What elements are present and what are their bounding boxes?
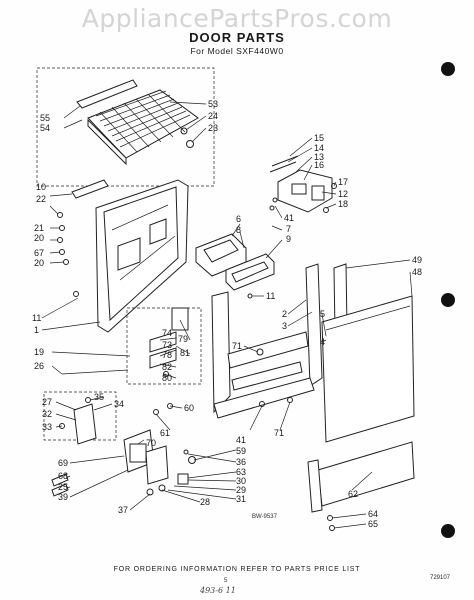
callout-60: 60 [184, 403, 194, 413]
callout-79: 79 [178, 334, 188, 344]
callout-24: 24 [208, 111, 218, 121]
callout-3: 3 [282, 321, 287, 331]
callout-61: 61 [160, 428, 170, 438]
callout-71-upper: 71 [232, 341, 242, 351]
callout-12: 12 [338, 189, 348, 199]
callout-16: 16 [314, 160, 324, 170]
callout-41-upper: 41 [284, 213, 294, 223]
callout-65: 65 [368, 519, 378, 529]
callout-32: 32 [42, 409, 52, 419]
callout-1: 1 [34, 325, 39, 335]
callout-22: 22 [36, 194, 46, 204]
callout-69: 69 [58, 458, 68, 468]
callout-4: 4 [320, 337, 325, 347]
callout-81: 81 [180, 348, 190, 358]
callout-53: 53 [208, 99, 218, 109]
callout-48: 48 [412, 267, 422, 277]
callout-5: 5 [320, 309, 325, 319]
callout-15: 15 [314, 133, 324, 143]
callout-13: 13 [314, 152, 324, 162]
callout-71-lower: 71 [274, 428, 284, 438]
ordering-footer: FOR ORDERING INFORMATION REFER TO PARTS … [113, 566, 361, 573]
callout-11-left: 11 [32, 313, 41, 323]
callout-26: 26 [34, 361, 44, 371]
callout-29: 29 [236, 485, 246, 495]
callout-10: 10 [36, 182, 46, 192]
leader-lines [41, 101, 413, 529]
callout-73: 73 [162, 340, 172, 350]
page-title: DOOR PARTS [189, 30, 285, 45]
callout-59: 59 [236, 446, 246, 456]
callout-21: 21 [34, 223, 44, 233]
punch-hole-top [441, 62, 455, 76]
callout-18: 18 [338, 199, 348, 209]
part-drawings [36, 67, 415, 531]
callout-34: 34 [114, 399, 124, 409]
punch-hole-middle [441, 293, 455, 307]
diagram-code: BW-9537 [252, 514, 277, 520]
callout-8: 8 [236, 225, 241, 235]
callout-62: 62 [348, 489, 358, 499]
callout-20-upper: 20 [34, 233, 44, 243]
callout-11-center: 11 [266, 291, 275, 301]
callout-74: 74 [162, 328, 172, 338]
callout-82: 82 [162, 362, 172, 372]
callout-6: 6 [236, 214, 241, 224]
callout-68: 68 [58, 471, 68, 481]
callout-19: 19 [34, 347, 44, 357]
page-code: 729107 [430, 575, 451, 581]
callout-36: 36 [236, 457, 246, 467]
callout-78: 78 [162, 350, 172, 360]
callout-63: 63 [236, 467, 246, 477]
callout-55: 55 [40, 113, 50, 123]
callout-54: 54 [40, 123, 50, 133]
page-mark: 5 [224, 578, 228, 584]
callout-labels: 55 54 53 24 23 15 14 13 16 17 12 18 10 2… [32, 99, 422, 529]
callout-64: 64 [368, 509, 378, 519]
callout-49: 49 [412, 255, 422, 265]
callout-37: 37 [118, 505, 128, 515]
callout-39: 39 [58, 492, 68, 502]
callout-28: 28 [200, 497, 210, 507]
callout-25: 25 [58, 482, 68, 492]
callout-7: 7 [286, 224, 291, 234]
model-subtitle: For Model SXF440W0 [190, 46, 284, 56]
callout-35: 35 [94, 392, 104, 402]
callout-30: 30 [236, 476, 246, 486]
callout-80: 80 [162, 373, 172, 383]
punch-hole-bottom [441, 524, 455, 538]
callout-2: 2 [282, 309, 287, 319]
callout-70: 70 [146, 438, 156, 448]
callout-14: 14 [314, 143, 324, 153]
callout-20-lower: 20 [34, 258, 44, 268]
callout-23: 23 [208, 123, 218, 133]
callout-67: 67 [34, 248, 44, 258]
callout-27: 27 [42, 397, 52, 407]
callout-41-lower: 41 [236, 435, 246, 445]
callout-9: 9 [286, 234, 291, 244]
callout-31: 31 [236, 494, 246, 504]
watermark: AppliancePartsPros.com [81, 4, 393, 33]
callout-17: 17 [338, 177, 348, 187]
handwritten-note: 493-6 11 [200, 586, 236, 595]
callout-33: 33 [42, 422, 52, 432]
